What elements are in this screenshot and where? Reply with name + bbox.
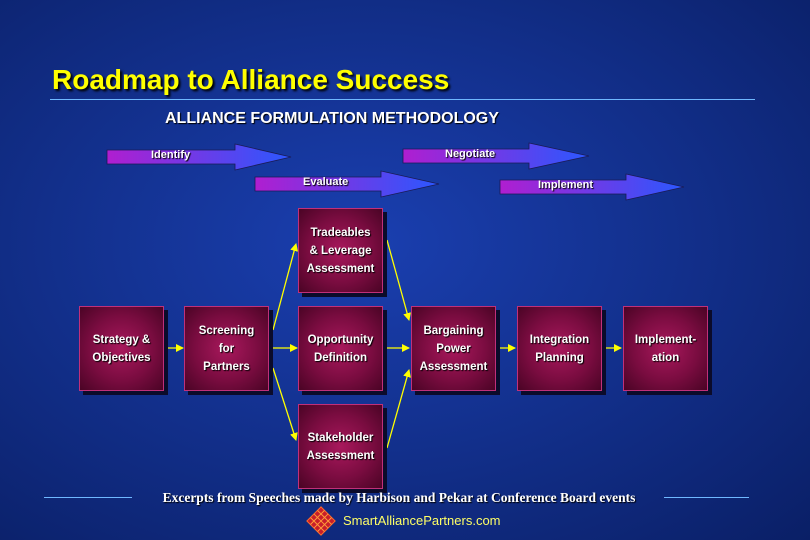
phase-arrow-shape bbox=[106, 143, 292, 171]
company-logo-icon bbox=[306, 506, 336, 536]
phase-arrow-negotiate: Negotiate bbox=[401, 142, 593, 170]
phase-label-identify: Identify bbox=[151, 149, 191, 161]
phase-label-implement: Implement bbox=[538, 179, 594, 191]
step-label: Stakeholder Assessment bbox=[306, 431, 375, 462]
connector-stakeholder-bargaining bbox=[386, 369, 411, 449]
step-label: Screening for Partners bbox=[198, 324, 255, 373]
page-title: Roadmap to Alliance Success bbox=[52, 64, 450, 95]
diagram-subtitle: ALLIANCE FORMULATION METHODOLOGY bbox=[165, 110, 499, 127]
phase-arrow-shape bbox=[254, 170, 440, 198]
step-label: Strategy & Objectives bbox=[92, 333, 151, 364]
connector-tradeables-bargaining bbox=[386, 239, 412, 321]
step-strategy-objectives: Strategy & Objectives bbox=[79, 306, 164, 391]
step-implementation: Implement- ation bbox=[623, 306, 708, 391]
step-label: Integration Planning bbox=[529, 333, 590, 364]
step-opportunity-definition: Opportunity Definition bbox=[298, 306, 383, 391]
phase-arrow-shape bbox=[402, 142, 590, 170]
connector-screening-tradeables bbox=[272, 243, 299, 331]
phase-arrow-evaluate: Evaluate bbox=[253, 170, 443, 198]
step-label: Opportunity Definition bbox=[307, 333, 374, 364]
step-label: Tradeables & Leverage Assessment bbox=[306, 226, 375, 275]
step-integration-planning: Integration Planning bbox=[517, 306, 602, 391]
title-underline bbox=[50, 99, 755, 100]
footer-rule-left bbox=[44, 497, 132, 498]
footer-note: Excerpts from Speeches made by Harbison … bbox=[162, 490, 636, 505]
phase-arrow-implement: Implement bbox=[498, 173, 688, 201]
step-label: Bargaining Power Assessment bbox=[419, 324, 488, 373]
step-label: Implement- ation bbox=[634, 333, 697, 364]
step-bargaining-power: Bargaining Power Assessment bbox=[411, 306, 496, 391]
phase-arrow-identify: Identify bbox=[105, 143, 295, 171]
website-link[interactable]: SmartAlliancePartners.com bbox=[343, 513, 501, 528]
step-tradeables-leverage: Tradeables & Leverage Assessment bbox=[298, 208, 383, 293]
phase-label-evaluate: Evaluate bbox=[303, 176, 349, 188]
step-stakeholder-assessment: Stakeholder Assessment bbox=[298, 404, 383, 489]
connector-screening-stakeholder bbox=[272, 367, 298, 441]
phase-arrow-shape bbox=[499, 173, 685, 201]
footer-rule-right bbox=[664, 497, 749, 498]
step-screening-partners: Screening for Partners bbox=[184, 306, 269, 391]
phase-label-negotiate: Negotiate bbox=[445, 148, 496, 160]
